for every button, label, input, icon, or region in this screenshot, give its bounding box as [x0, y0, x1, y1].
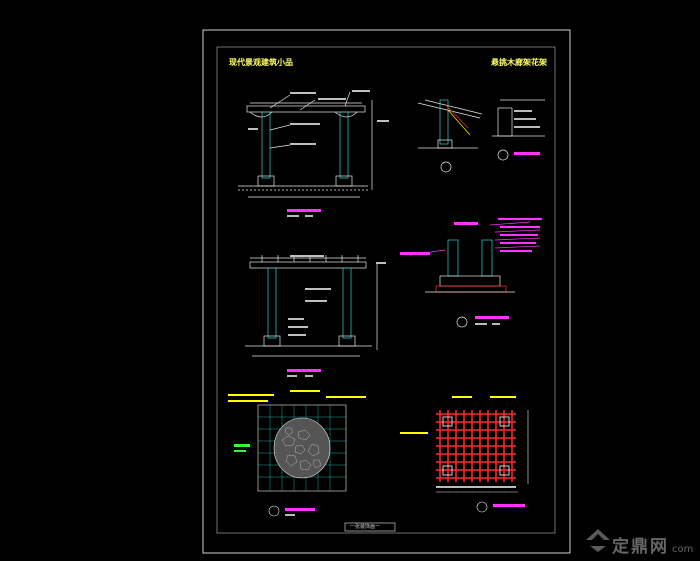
- pergola-section-caption: [287, 369, 321, 377]
- pergola-section-notes: [288, 255, 386, 336]
- cantilever-joint-detail: [417, 99, 483, 173]
- pergola-elevation-notes: [248, 90, 389, 145]
- sheet-inner-frame: [216, 46, 556, 534]
- pergola-elevation-caption: [287, 209, 321, 217]
- watermark-brand: 定鼎网: [612, 537, 669, 557]
- footing-section-detail: [492, 99, 545, 161]
- pergola-elevation-detail: [238, 91, 373, 198]
- footer-title: 一张装饰画一: [350, 524, 381, 530]
- sheet-title-left: 现代景观建筑小品: [229, 57, 293, 67]
- roof-grid-plan-detail: [436, 410, 529, 513]
- pergola-section-detail: [245, 255, 378, 357]
- sheet-border: [202, 29, 571, 554]
- foundation-notes: [400, 218, 542, 325]
- footer-title-box: [344, 522, 396, 532]
- sheet-title-right: 悬挑木廊架花架: [491, 57, 547, 67]
- watermark-domain: com: [672, 544, 694, 555]
- paving-plan-detail: [257, 404, 347, 517]
- paving-plan-notes: [228, 390, 366, 516]
- roof-grid-notes: [400, 396, 525, 507]
- foundation-section-detail: [409, 221, 541, 328]
- watermark-logo-icon: [586, 529, 610, 552]
